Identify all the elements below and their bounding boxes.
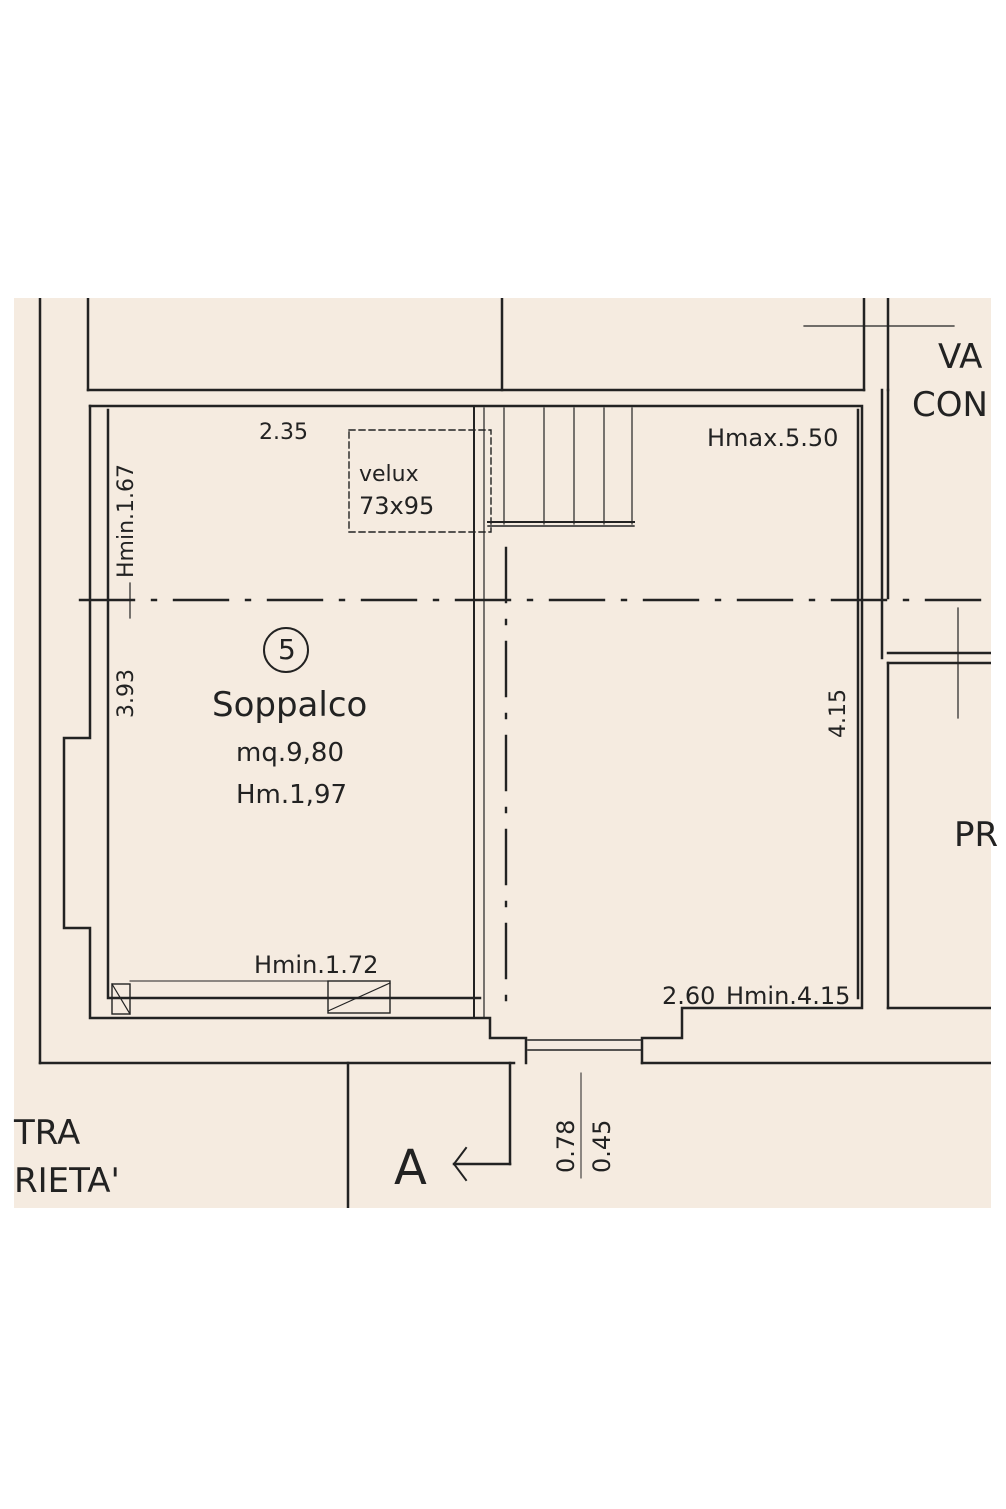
dim-hmin-bottom-right: Hmin.4.15 (726, 982, 851, 1010)
dim-bottom-width: 2.60 (662, 982, 716, 1010)
section-arrow-head (452, 1146, 468, 1182)
neighbor-bottom-left-2: RIETA' (14, 1161, 120, 1201)
room-number: 5 (278, 633, 296, 666)
plan-drawing (38, 298, 991, 1208)
room-height: Hm.1,97 (236, 780, 348, 810)
neighbor-right-room: PR (954, 815, 999, 855)
dim-opening-bottom: 0.45 (588, 1119, 616, 1173)
dim-right-depth: 4.15 (826, 689, 851, 738)
velux-size: 73x95 (359, 492, 435, 520)
fixture-large (327, 980, 391, 1014)
dim-top-width: 2.35 (259, 420, 308, 445)
velux-label: velux (359, 462, 419, 487)
room-name: Soppalco (212, 685, 368, 725)
wall-main-outer-left (62, 404, 528, 1065)
neighbor-top-right-2: CON (912, 385, 988, 425)
dim-hmin-bottom: Hmin.1.72 (254, 951, 379, 979)
fixture-large-hatch (327, 982, 391, 1012)
dim-left-depth: 3.93 (114, 669, 139, 718)
fixture-small (111, 983, 131, 1015)
dim-hmin-left: Hmin.1.67 (114, 463, 139, 578)
neighbor-bottom-left-1: TRA (14, 1113, 81, 1153)
section-marker: A (394, 1140, 427, 1196)
wall-main-outer (88, 404, 864, 1065)
room-number-circle (263, 627, 309, 673)
dim-hmax: Hmax.5.50 (707, 424, 839, 452)
floor-plan: 2.35 velux 73x95 Hmax.5.50 Hmin.1.67 3.9… (14, 298, 998, 1208)
dim-opening-top: 0.78 (552, 1119, 580, 1173)
neighbor-top-right-1: VA (938, 337, 983, 377)
velux-box (348, 429, 492, 533)
fixture-small-hatch (111, 983, 131, 1015)
room-area: mq.9,80 (236, 738, 344, 768)
